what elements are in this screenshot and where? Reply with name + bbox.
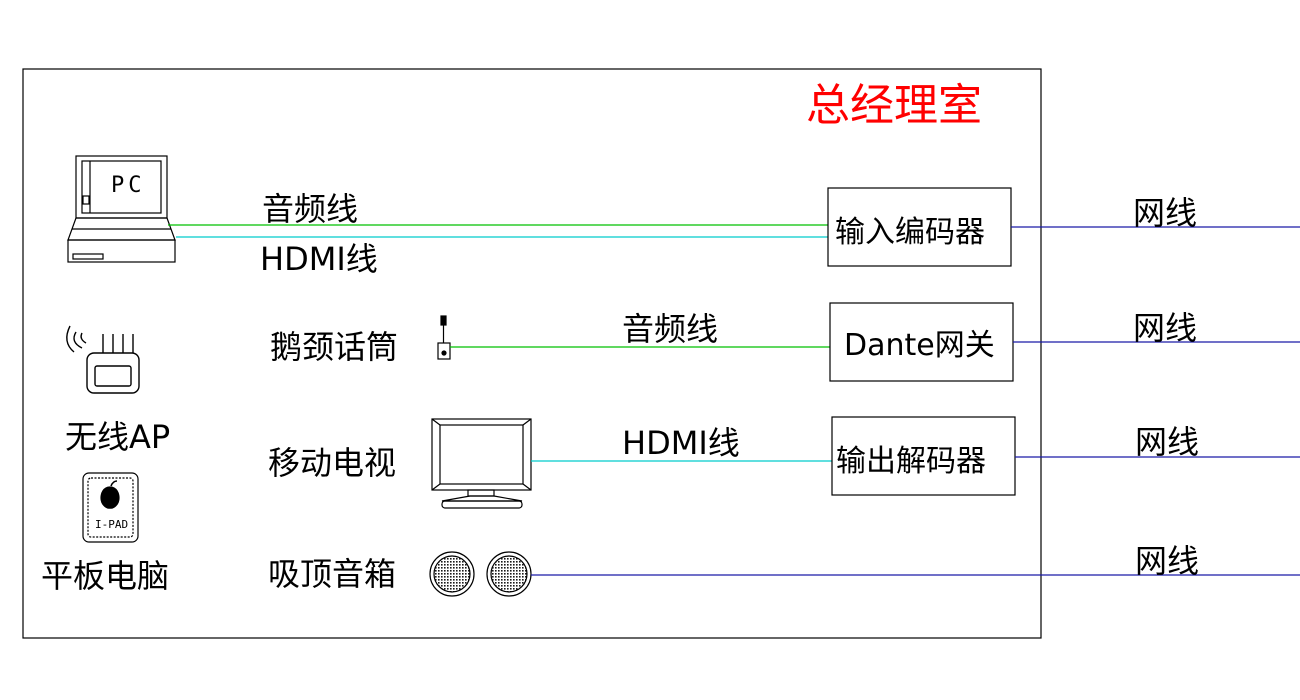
laptop-icon [67,155,176,263]
output-decoder-box [831,416,1016,496]
room-title: 总经理室 [806,80,982,131]
network-cable-label: 网线 [1133,194,1197,232]
gooseneck-mic-label: 鹅颈话筒 [270,328,398,366]
output-decoder-label: 输出解码器 [836,444,986,479]
ceiling-speaker-label: 吸顶音箱 [268,555,396,593]
tablet-icon [82,472,139,543]
pc-audio-cable-label: 音频线 [262,190,358,228]
laptop-screen-text: PC [111,173,146,198]
room-boundary [22,68,1042,639]
network-cable-label: 网线 [1135,542,1199,580]
tablet-screen-text: I-PAD [95,518,128,531]
ceiling-speaker-icon [429,551,475,597]
tablet-label: 平板电脑 [41,557,169,595]
dante-gateway-box [829,302,1014,382]
wireless-router-icon [66,325,140,394]
mobile-tv-label: 移动电视 [268,444,396,482]
mic-audio-cable-label: 音频线 [622,310,718,348]
gooseneck-microphone-icon [437,315,451,360]
network-cable-label: 网线 [1135,423,1199,461]
ceiling-speaker-icon [486,551,532,597]
pc-hdmi-cable-label: HDMI线 [260,240,378,278]
tv-hdmi-cable-label: HDMI线 [622,424,740,462]
network-cable-label: 网线 [1133,309,1197,347]
input-encoder-label: 输入编码器 [835,215,985,250]
wireless-ap-label: 无线AP [65,418,170,456]
dante-gateway-label: Dante网关 [844,328,995,363]
monitor-icon [431,418,532,509]
